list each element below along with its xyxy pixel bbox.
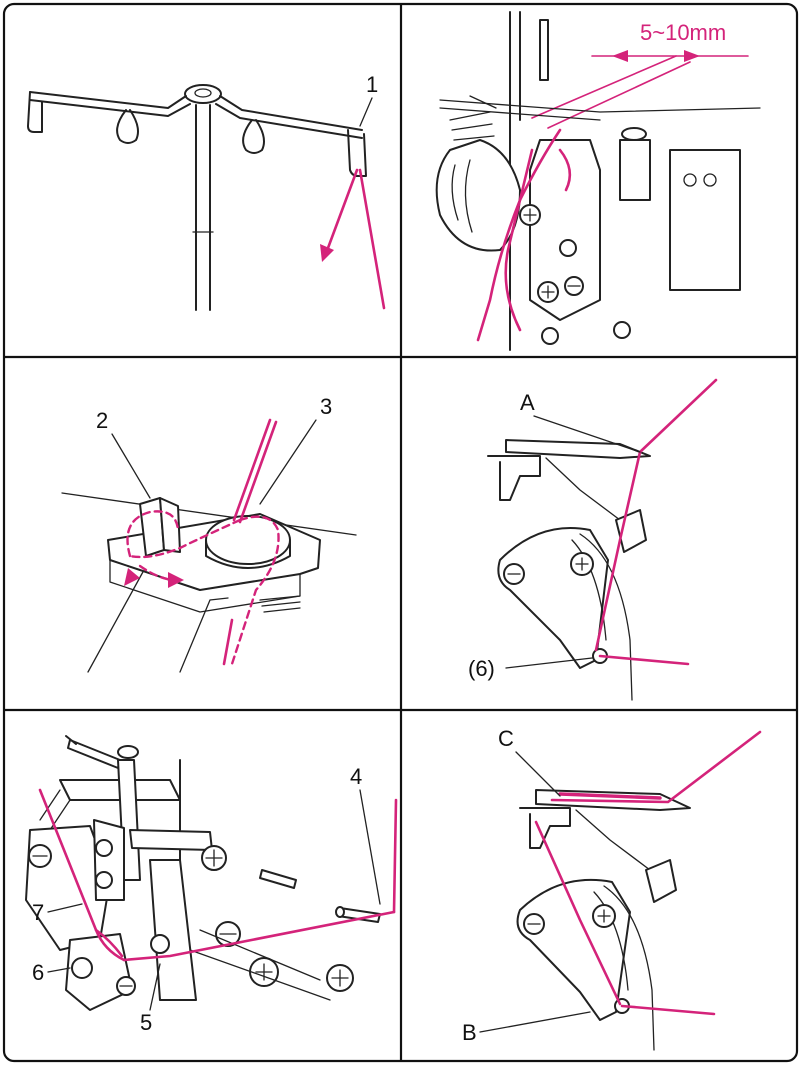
dimension-label: 5~10mm xyxy=(640,20,726,45)
panel-threading-path: 4 7 6 5 xyxy=(25,735,398,1035)
label-6-paren: (6) xyxy=(468,656,495,681)
label-a: A xyxy=(520,390,535,415)
label-b: B xyxy=(462,1020,477,1045)
label-3: 3 xyxy=(320,394,332,419)
label-c: C xyxy=(498,726,514,751)
label-2: 2 xyxy=(96,408,108,433)
panel-looper-eye-a: A (6) xyxy=(468,378,718,701)
label-7: 7 xyxy=(32,900,44,925)
panel-looper-closeup: 5~10mm xyxy=(435,11,761,351)
label-1: 1 xyxy=(366,72,378,97)
label-5: 5 xyxy=(140,1010,152,1035)
label-4: 4 xyxy=(350,764,362,789)
panel-thread-stand: 1 xyxy=(27,72,386,311)
label-6: 6 xyxy=(32,960,44,985)
panel-looper-eye-c: C B xyxy=(462,726,762,1051)
panel-tension-disc: 2 3 xyxy=(61,394,357,673)
